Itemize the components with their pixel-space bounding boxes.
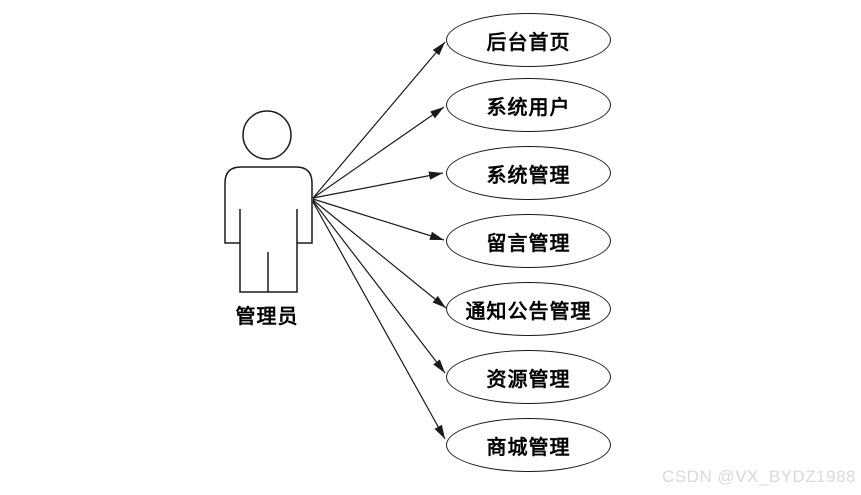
use-case-label: 商城管理 [486,434,571,459]
association-arrows [312,41,447,440]
actor-torso [224,166,313,244]
association-arrow-2 [312,106,445,199]
actor-label: 管理员 [235,304,299,328]
association-arrow-1 [312,41,446,199]
use-case-label: 后台首页 [486,29,571,54]
use-case-system-management: 系统管理 [446,146,611,200]
use-case-notice-management: 通知公告管理 [446,282,611,336]
use-case-mall-management: 商城管理 [446,418,611,472]
watermark: CSDN @VX_BYDZ1988 [662,467,856,486]
association-arrow-4 [312,198,445,241]
actor-figure [224,110,313,293]
use-case-label: 资源管理 [486,366,571,391]
use-case-label: 通知公告管理 [465,298,592,323]
use-case-label: 系统用户 [486,94,571,119]
actor-head [242,110,292,160]
association-arrow-6 [312,200,446,374]
use-case-label: 留言管理 [486,230,571,255]
association-arrow-5 [312,199,447,309]
use-case-system-users: 系统用户 [446,78,611,132]
use-case-backend-home: 后台首页 [446,13,611,67]
association-arrow-3 [312,171,444,199]
use-case-resource-management: 资源管理 [446,350,611,404]
association-arrow-7 [312,201,446,440]
use-case-label: 系统管理 [486,162,571,187]
use-case-message-management: 留言管理 [446,214,611,268]
